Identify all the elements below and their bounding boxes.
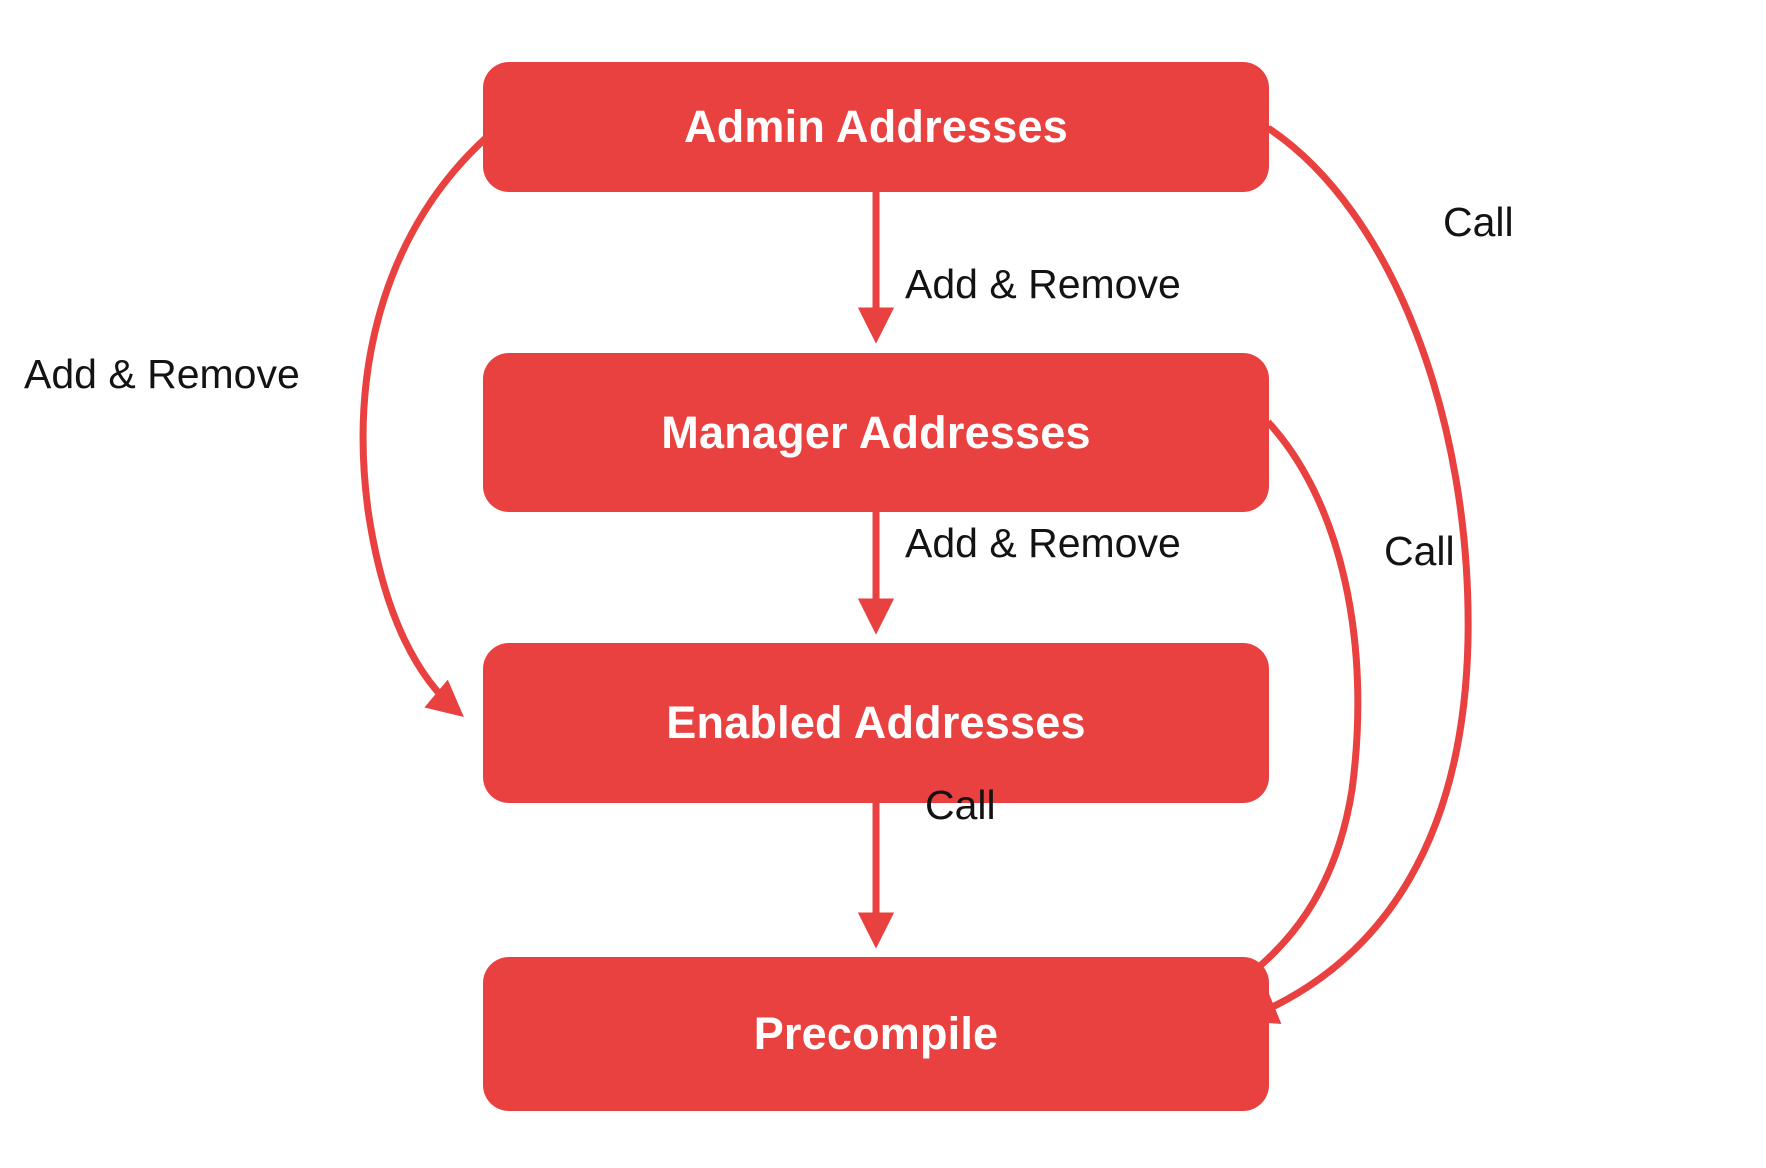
node-enabled-addresses[interactable]: Enabled Addresses [483, 643, 1269, 803]
node-label: Admin Addresses [684, 101, 1068, 152]
edge-label-admin-to-manager: Add & Remove [905, 261, 1181, 307]
node-precompile[interactable]: Precompile [483, 957, 1269, 1111]
node-admin-addresses[interactable]: Admin Addresses [483, 62, 1269, 192]
edge-label-manager-to-precompile: Call [1384, 528, 1455, 574]
node-manager-addresses[interactable]: Manager Addresses [483, 353, 1269, 512]
edge-label-admin-to-enabled: Add & Remove [24, 351, 300, 397]
edge-label-enabled-to-precompile: Call [925, 782, 996, 828]
edge-admin-to-precompile [1240, 125, 1472, 1024]
edge-label-manager-to-enabled: Add & Remove [905, 520, 1181, 566]
edge-admin-to-enabled [359, 134, 490, 717]
node-label: Precompile [753, 1008, 999, 1059]
node-label: Manager Addresses [661, 406, 1091, 458]
edge-manager-to-precompile [1215, 419, 1362, 1000]
edge-label-admin-to-precompile: Call [1443, 199, 1514, 245]
node-label: Enabled Addresses [666, 697, 1086, 748]
